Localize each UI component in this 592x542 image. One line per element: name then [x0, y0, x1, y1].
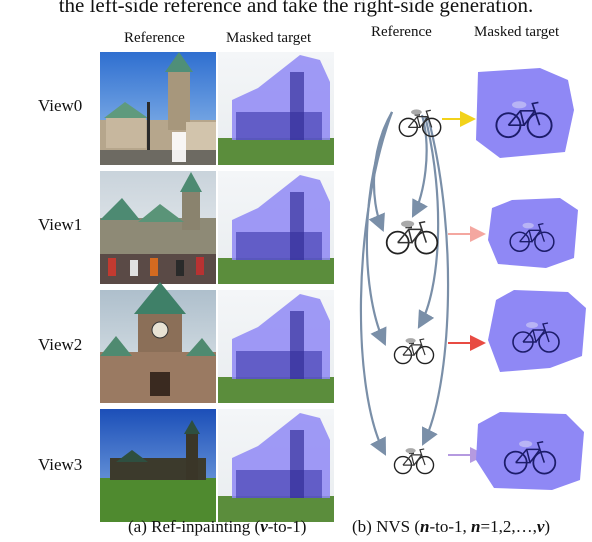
masked-target-bike-view2: [488, 290, 586, 372]
caption-b-eq: =1,2,…,: [480, 517, 537, 536]
masked-target-image-view2: [218, 290, 334, 403]
reference-image-view0: [100, 52, 216, 165]
caption-panel-a: (a) Ref-inpainting (v-to-1): [128, 517, 306, 537]
caption-a-prefix: (a) Ref-inpainting (: [128, 517, 261, 536]
reference-bike-view2: [393, 337, 435, 365]
reference-image-view3: [100, 409, 216, 522]
caption-b-mid: -to-1,: [429, 517, 472, 536]
panel-b-header-masked-target: Masked target: [474, 24, 560, 40]
caption-a-variable: v: [260, 517, 268, 536]
view-label-0: View0: [38, 96, 83, 115]
view-label-3: View3: [38, 455, 83, 474]
caption-a-suffix: -to-1): [267, 517, 307, 536]
caption-b-var-n1: n: [420, 517, 430, 536]
view-propagation-arrows: [359, 111, 450, 456]
panel-a-header-reference: Reference: [124, 30, 185, 46]
reference-bike-view1: [385, 219, 439, 255]
reference-image-view1: [100, 171, 216, 284]
cut-off-text-line: the left-side reference and take the rig…: [58, 0, 534, 17]
panel-b-header-reference: Reference: [371, 24, 432, 40]
view-label-1: View1: [38, 215, 83, 234]
reference-bike-view0: [398, 108, 442, 138]
caption-b-var-n2: n: [471, 517, 481, 536]
caption-b-var-v: v: [536, 517, 545, 536]
panel-a-header-masked-target: Masked target: [226, 30, 312, 46]
masked-target-bike-view3: [476, 412, 584, 490]
masked-target-bike-view1: [488, 198, 578, 268]
view-label-2: View2: [38, 335, 83, 354]
caption-b-prefix: (b) NVS (: [352, 517, 420, 536]
caption-panel-b: (b) NVS (n-to-1, n=1,2,…,v): [352, 517, 550, 537]
masked-target-image-view0: [218, 52, 334, 165]
caption-b-end: ): [544, 517, 551, 536]
masked-target-bike-view0: [476, 68, 574, 158]
reference-image-view2: [100, 282, 216, 403]
reference-bike-view3: [393, 447, 435, 475]
masked-target-image-view1: [218, 171, 334, 284]
masked-target-image-view3: [218, 409, 334, 522]
